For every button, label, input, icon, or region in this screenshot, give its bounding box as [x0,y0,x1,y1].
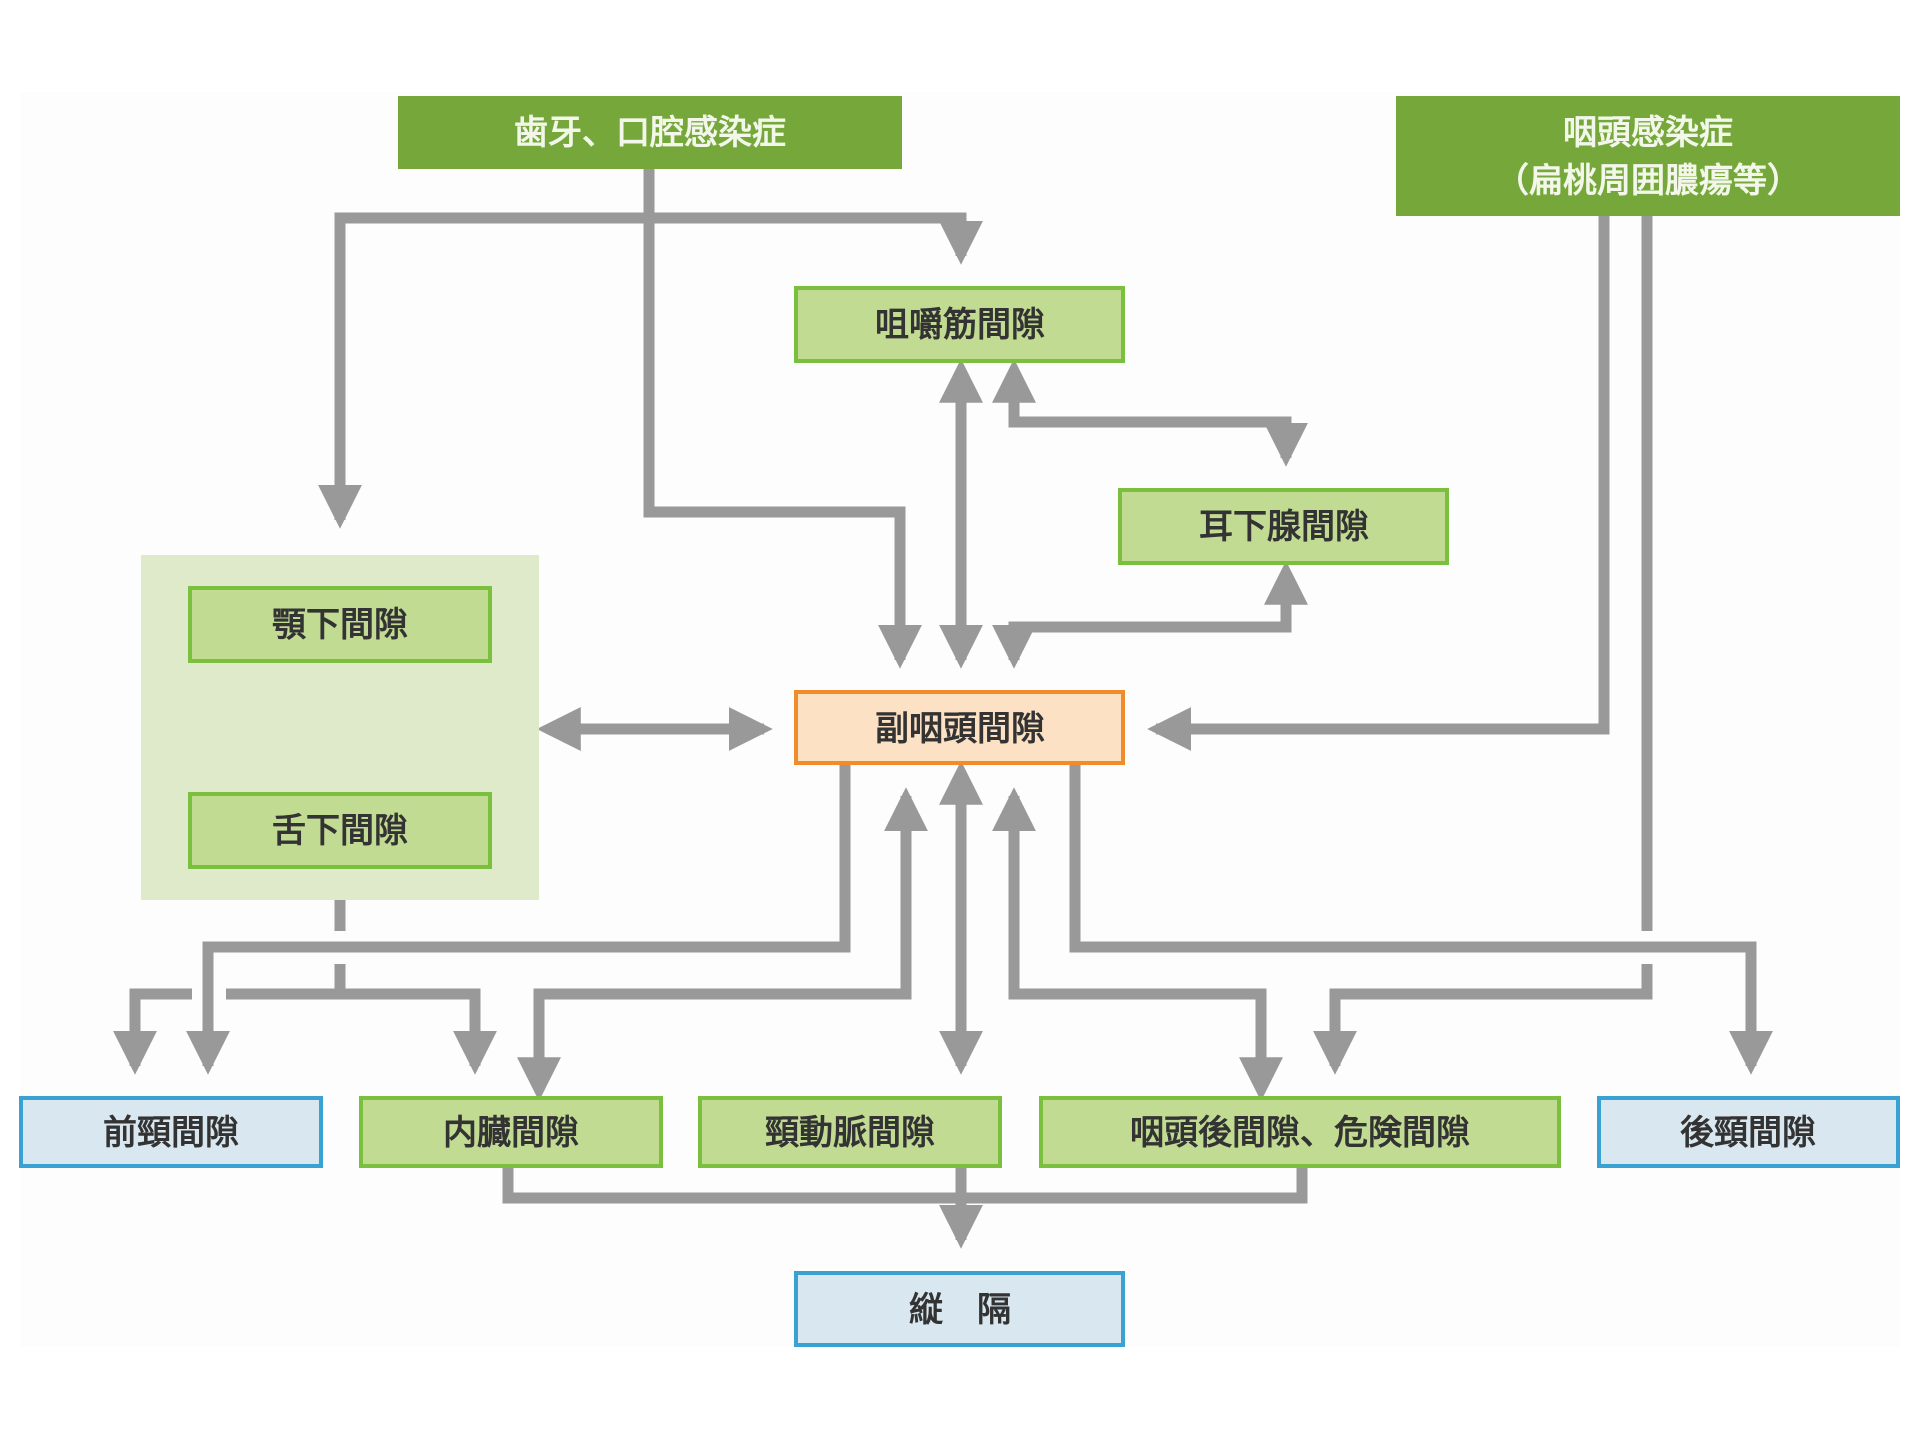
box-visceral: 内臓間隙 [359,1096,663,1168]
source-dental: 歯牙、口腔感染症 [398,96,902,169]
source-dental-label: 歯牙、口腔感染症 [514,113,786,153]
source-pharyngeal-label-1: 咽頭感染症 [1563,113,1733,153]
box-anterior-cervical: 前頸間隙 [19,1096,323,1168]
box-parapharyngeal: 副咽頭間隙 [794,690,1125,765]
box-sublingual-label: 舌下間隙 [272,811,408,851]
arrow-parapharyngeal-to-posterior-cervical [1069,763,1773,1075]
arrow-group-to-visceral [340,988,497,1075]
arrow-dental-to-parapharyngeal [643,169,922,669]
arrow-dental-to-masticator [649,212,983,265]
arrow-masticator-parotid [992,358,1308,467]
connector-visceral-retropharyngeal-bottom [502,1166,1308,1204]
box-posterior-cervical-label: 後頸間隙 [1680,1113,1816,1153]
box-parapharyngeal-label: 副咽頭間隙 [875,709,1045,749]
box-carotid: 頸動脈間隙 [698,1096,1002,1168]
box-carotid-label: 頸動脈間隙 [765,1113,935,1153]
arrow-pharyngeal-to-retropharyngeal [1313,964,1653,1075]
box-anterior-cervical-label: 前頸間隙 [103,1113,239,1153]
box-masticator: 咀嚼筋間隙 [794,286,1125,363]
box-posterior-cervical: 後頸間隙 [1597,1096,1900,1168]
box-mediastinum: 縦 隔 [794,1271,1125,1347]
connectors [113,169,1773,1249]
arrow-dental-to-submandibular-group [318,212,649,529]
arrow-group-to-anterior-cervical [113,988,192,1075]
arrow-parotid-parapharyngeal [992,560,1308,669]
box-retropharyngeal-danger: 咽頭後間隙、危険間隙 [1039,1096,1561,1168]
box-parotid: 耳下腺間隙 [1118,488,1449,565]
box-submandibular-label: 顎下間隙 [272,605,408,645]
box-submandibular: 顎下間隙 [188,586,492,663]
source-pharyngeal: 咽頭感染症 （扁桃周囲膿瘍等） [1396,96,1900,216]
box-mediastinum-label: 縦 隔 [909,1290,1011,1330]
arrow-pharyngeal-to-parapharyngeal [1147,216,1610,751]
box-sublingual: 舌下間隙 [188,792,492,869]
arrow-visceral-parapharyngeal [517,787,928,1102]
box-visceral-label: 内臓間隙 [443,1113,579,1153]
source-pharyngeal-label-2: （扁桃周囲膿瘍等） [1495,161,1801,201]
box-masticator-label: 咀嚼筋間隙 [875,305,1045,345]
box-parotid-label: 耳下腺間隙 [1199,507,1369,547]
arrow-retropharyngeal-parapharyngeal [992,787,1283,1102]
box-retropharyngeal-danger-label: 咽頭後間隙、危険間隙 [1130,1113,1470,1153]
